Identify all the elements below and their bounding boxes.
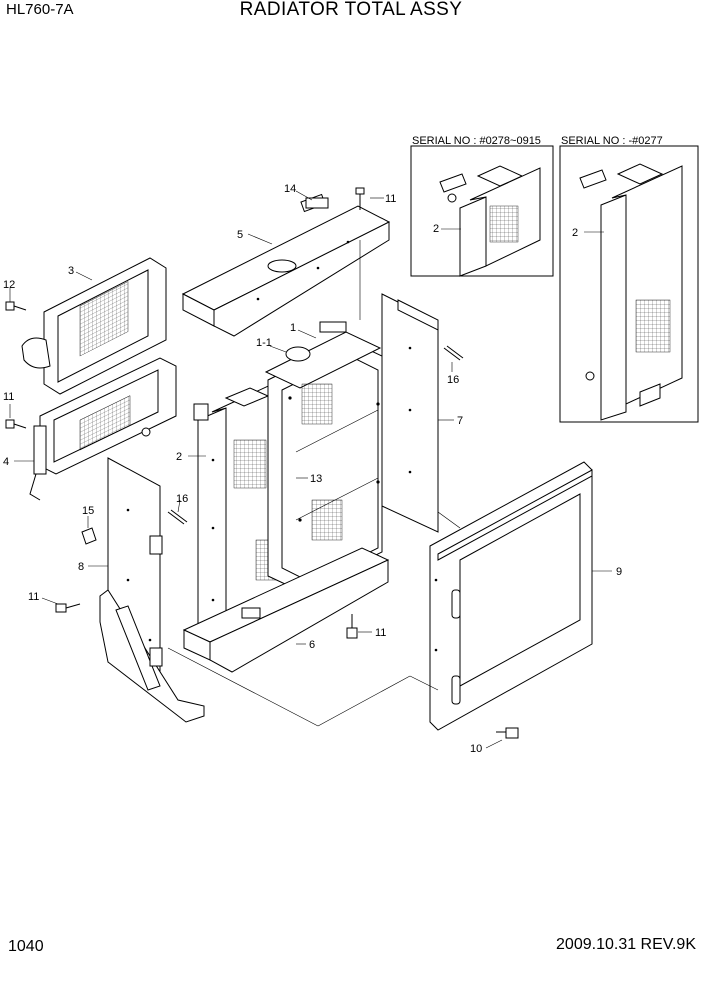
bottom-frame-part-6 [182, 547, 390, 673]
callout-leaders [9, 190, 612, 749]
callout-3: 3 [68, 265, 74, 277]
support-bracket-part-8 [99, 457, 205, 723]
inset-serial-0277: SERIAL NO : -#0277 2 [559, 135, 699, 423]
callout-16-left: 16 [176, 493, 188, 505]
inset-serial-0278-0915: SERIAL NO : #0278~0915 2 [410, 135, 554, 277]
assembly-reference-lines [167, 240, 461, 727]
page-title: RADIATOR TOTAL ASSY [239, 0, 463, 20]
callout-5: 5 [237, 229, 243, 241]
top-cover-part-5 [181, 193, 391, 337]
callout-2-inset1: 2 [433, 223, 439, 235]
callout-12: 12 [3, 279, 15, 291]
callout-11-bracket: 11 [28, 591, 39, 603]
callout-7: 7 [457, 415, 463, 427]
callout-labels: 14 11 5 3 12 1 1-1 16 7 11 4 2 13 16 15 … [3, 183, 622, 755]
bolts-and-hardware [5, 187, 519, 739]
callout-2: 2 [176, 451, 182, 463]
callout-4: 4 [3, 456, 9, 468]
callout-6: 6 [309, 639, 315, 651]
intercooler-part-3 [21, 257, 167, 395]
callout-11-left: 11 [3, 391, 14, 403]
callout-8: 8 [78, 561, 84, 573]
callout-11-top: 11 [385, 193, 396, 205]
grille-guard-part-9 [429, 461, 593, 731]
callout-16-right: 16 [447, 374, 459, 386]
callout-1: 1 [290, 322, 296, 334]
page-number: 1040 [8, 938, 44, 955]
inset-serial-label: SERIAL NO : -#0277 [561, 135, 663, 147]
radiator-core-part-1 [264, 321, 383, 593]
callout-2-inset2: 2 [572, 227, 578, 239]
side-plate-part-7 [381, 293, 439, 533]
callout-11-bottom: 11 [375, 627, 386, 639]
oil-cooler-part-4 [29, 357, 177, 501]
callout-1-1: 1-1 [256, 337, 272, 349]
inset-serial-label: SERIAL NO : #0278~0915 [412, 135, 541, 147]
callout-15: 15 [82, 505, 94, 517]
callout-9: 9 [616, 566, 622, 578]
callout-13: 13 [310, 473, 322, 485]
callout-14: 14 [284, 183, 296, 195]
model-number: HL760-7A [6, 1, 74, 18]
revision-date: 2009.10.31 REV.9K [556, 936, 696, 953]
callout-10: 10 [470, 743, 482, 755]
